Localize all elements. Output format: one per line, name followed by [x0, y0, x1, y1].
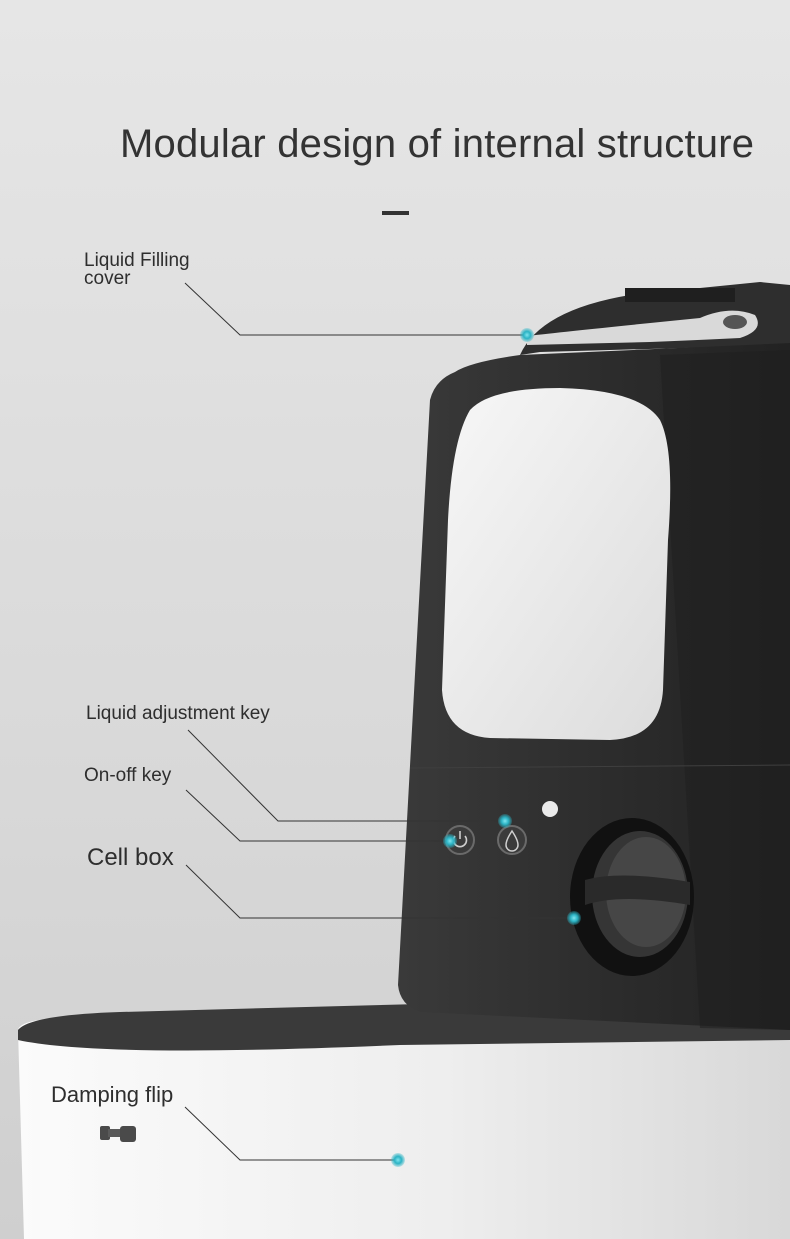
leader-line-filling-cover	[184, 282, 527, 336]
marker-dot-filling-cover	[520, 328, 534, 342]
leader-line-onoff-key	[185, 789, 450, 842]
label-onoff-key: On-off key	[84, 765, 172, 786]
lid-vent	[625, 288, 735, 302]
label-damping-flip: Damping flip	[51, 1082, 174, 1107]
marker-dot-adjustment-key	[498, 814, 512, 828]
marker-dot-onoff-key	[443, 834, 457, 848]
marker-dot-damping-flip	[391, 1153, 405, 1167]
liquid-adjustment-key-button[interactable]	[497, 825, 527, 855]
title-divider	[382, 211, 409, 215]
leader-line-damping-flip	[184, 1106, 398, 1161]
droplet-icon	[505, 829, 519, 852]
label-liquid-filling-cover: Liquid Filling cover	[84, 250, 190, 289]
page-title: Modular design of internal structure	[120, 122, 755, 166]
label-cell-box: Cell box	[87, 844, 174, 871]
white-base	[18, 1008, 790, 1239]
body-side-shade	[660, 350, 790, 1030]
damping-flip-icon	[100, 1126, 136, 1142]
label-liquid-adjustment-key: Liquid adjustment key	[86, 703, 270, 724]
leader-line-adjustment-key	[187, 729, 505, 822]
body-seam	[409, 764, 790, 769]
filling-cover-handle	[527, 310, 758, 345]
leader-line-cell-box	[185, 864, 574, 919]
marker-dot-cell-box	[567, 911, 581, 925]
handle-hole	[723, 315, 747, 329]
cell-box-cover[interactable]	[570, 818, 694, 976]
water-tank-window	[442, 388, 671, 740]
indicator-light	[542, 801, 558, 817]
